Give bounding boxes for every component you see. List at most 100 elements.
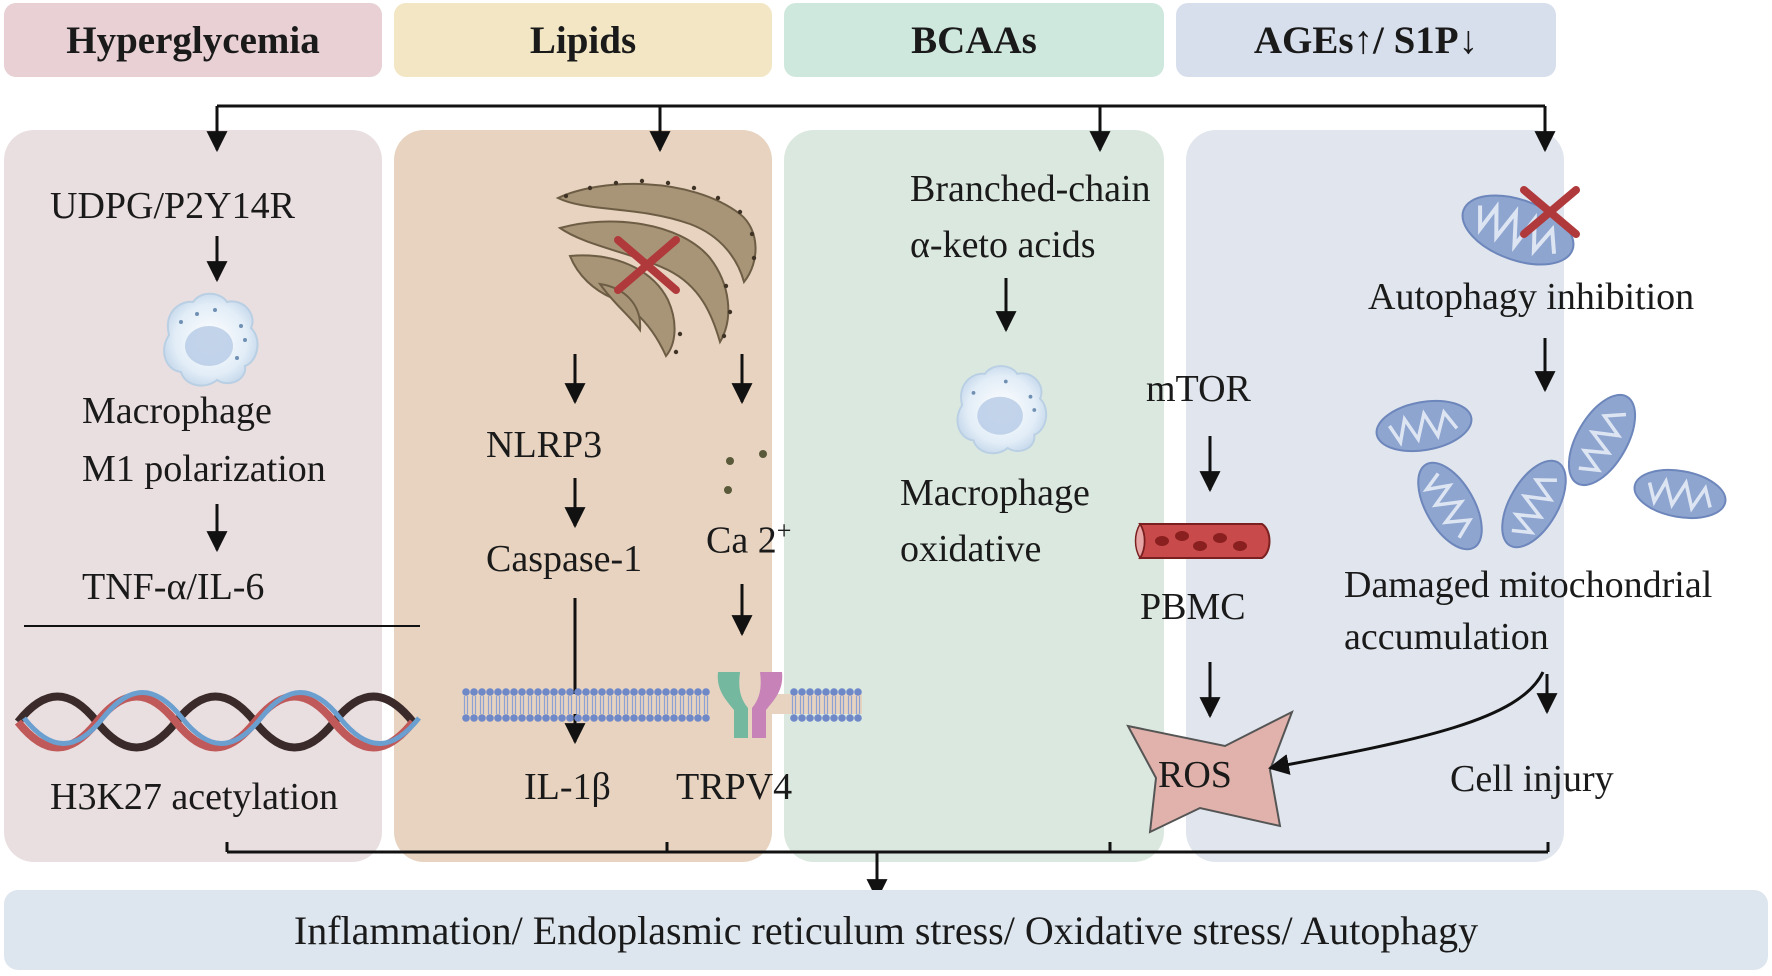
lipid-head [830, 688, 838, 696]
tnf-il6-label: TNF-α/IL-6 [82, 566, 265, 608]
il1b-label: IL-1β [524, 766, 611, 808]
header-lipids: Lipids [394, 3, 772, 77]
nlrp3-label: NLRP3 [486, 424, 603, 466]
lipid-head [534, 688, 542, 696]
lipid-head [590, 714, 598, 722]
lipid-head [558, 714, 566, 722]
lipid-head [598, 714, 606, 722]
lipid-head [598, 688, 606, 696]
lipid-head [646, 714, 654, 722]
autophagy-inhibition-label: Autophagy inhibition [1368, 276, 1695, 318]
damaged-mito-line2: accumulation [1344, 616, 1549, 658]
blood-vessel-icon [1134, 522, 1271, 560]
top-connector [206, 104, 1556, 153]
lipid-head [510, 688, 518, 696]
lipid-head [582, 688, 590, 696]
bcka-line1: Branched-chain [910, 168, 1151, 210]
damaged-mito-line1: Damaged mitochondrial [1344, 564, 1713, 606]
bcaas-macrophage-label: Macrophage [900, 472, 1090, 514]
dna-helix-icon [14, 690, 421, 752]
lipid-head [606, 688, 614, 696]
lipid-head [630, 688, 638, 696]
cross-icon [1520, 186, 1580, 238]
ages-arrows [1267, 338, 1558, 775]
lipid-head [686, 714, 694, 722]
lipid-head [470, 688, 478, 696]
lipid-head [830, 714, 838, 722]
lipid-head [846, 688, 854, 696]
lipid-head [854, 714, 862, 722]
m1-polarization-label: M1 polarization [82, 448, 326, 490]
er-dots [563, 178, 757, 355]
ros-burst [1126, 709, 1294, 834]
macrophage-cell-icon [163, 292, 259, 387]
lipid-head [606, 714, 614, 722]
cell-injury-label: Cell injury [1450, 758, 1614, 800]
calcium-label: Ca 2+ [706, 518, 791, 560]
lipid-head [838, 714, 846, 722]
outcome-footer: Inflammation/ Endoplasmic reticulum stre… [4, 890, 1768, 970]
lipid-head [798, 714, 806, 722]
lipid-head [494, 688, 502, 696]
mtor-label: mTOR [1146, 368, 1251, 410]
lipid-head [790, 714, 798, 722]
lipid-head [550, 688, 558, 696]
lipid-head [502, 688, 510, 696]
lipid-head [670, 714, 678, 722]
lipid-head [670, 688, 678, 696]
h3k27-label: H3K27 acetylation [50, 776, 339, 818]
lipid-head [662, 688, 670, 696]
lipid-head [542, 688, 550, 696]
lipid-head [574, 688, 582, 696]
membrane-channel-icon [717, 672, 783, 738]
lipid-head [806, 714, 814, 722]
lipid-head [566, 714, 574, 722]
lipid-head [550, 714, 558, 722]
lipid-head [510, 714, 518, 722]
lipid-head [590, 688, 598, 696]
membrane-bilayer [462, 688, 862, 722]
lipid-head [494, 714, 502, 722]
lipid-head [582, 714, 590, 722]
lipid-head [630, 714, 638, 722]
lipid-head [814, 714, 822, 722]
calcium-superscript: + [776, 516, 792, 545]
lipid-head [518, 714, 526, 722]
lipid-head [558, 688, 566, 696]
lipid-head [798, 688, 806, 696]
calcium-ions [724, 450, 767, 494]
calcium-text: Ca 2 [706, 519, 777, 562]
ros-label: ROS [1158, 754, 1232, 796]
lipid-head [654, 714, 662, 722]
lipid-head [806, 688, 814, 696]
lipid-head [518, 688, 526, 696]
lipid-head [646, 688, 654, 696]
lipid-head [678, 688, 686, 696]
lipid-head [486, 714, 494, 722]
macrophage-cell-icon [956, 365, 1048, 455]
panel-bcaas [784, 130, 1164, 862]
lipid-head [846, 714, 854, 722]
lipid-head [822, 714, 830, 722]
trpv4-label: TRPV4 [676, 766, 793, 808]
cross-icon [614, 236, 680, 294]
damaged-mitochondria-icons [1375, 393, 1727, 551]
lipid-head [614, 688, 622, 696]
lipid-head [622, 714, 630, 722]
lipid-head [470, 714, 478, 722]
lipid-head [638, 688, 646, 696]
lipid-head [790, 688, 798, 696]
lipid-head [574, 714, 582, 722]
lipid-head [526, 714, 534, 722]
lipid-head [502, 714, 510, 722]
lipid-head [654, 688, 662, 696]
lipid-head [694, 688, 702, 696]
lipid-head [486, 688, 494, 696]
pbmc-label: PBMC [1140, 586, 1246, 628]
lipid-head [638, 714, 646, 722]
bcka-line2: α-keto acids [910, 224, 1096, 266]
header-bcaas: BCAAs [784, 3, 1164, 77]
lipid-head [566, 688, 574, 696]
lipid-head [822, 688, 830, 696]
